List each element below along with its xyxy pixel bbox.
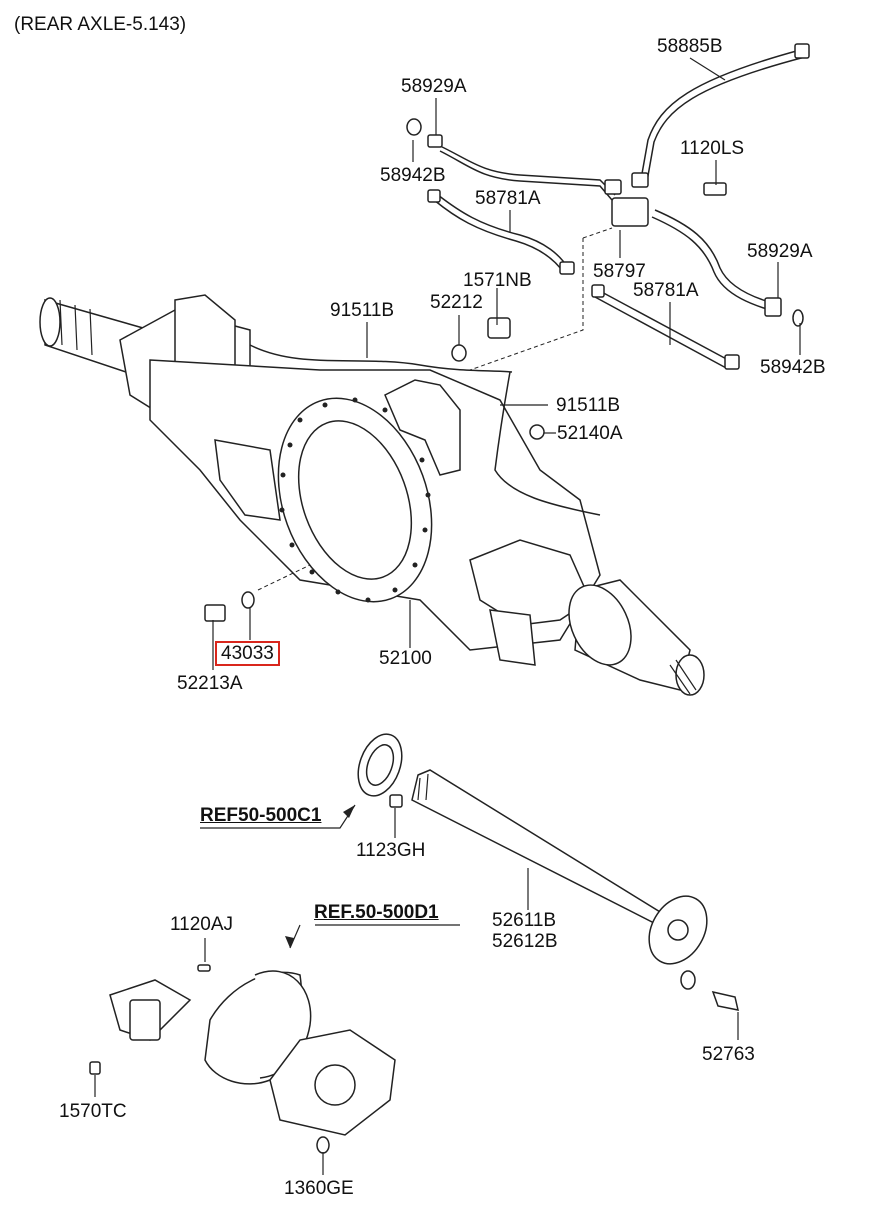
part-label-58781A-top[interactable]: 58781A (475, 188, 541, 209)
part-label-91511B-right[interactable]: 91511B (556, 395, 621, 416)
axle-housing (39, 294, 705, 696)
dashed-routing (257, 227, 613, 591)
diagram-title: (REAR AXLE-5.143) (14, 14, 187, 35)
part-label-52612B[interactable]: 52612B (492, 931, 558, 952)
part-label-58942B-top[interactable]: 58942B (380, 165, 446, 186)
part-label-58929A-right[interactable]: 58929A (747, 241, 813, 262)
part-label-43033-highlighted[interactable]: 43033 (215, 641, 280, 666)
part-label-1120LS[interactable]: 1120LS (680, 138, 745, 159)
part-label-58797[interactable]: 58797 (593, 261, 646, 282)
axle-shaft (357, 733, 739, 1011)
part-label-52100[interactable]: 52100 (379, 648, 432, 669)
breather-hoses (249, 43, 810, 516)
part-label-52213A[interactable]: 52213A (177, 673, 243, 694)
part-label-58781A-right[interactable]: 58781A (633, 280, 699, 301)
part-label-52212[interactable]: 52212 (430, 292, 483, 313)
part-label-52763[interactable]: 52763 (702, 1044, 755, 1065)
reference-label-50-500D1[interactable]: REF.50-500D1 (314, 902, 439, 923)
part-label-52611B[interactable]: 52611B (492, 910, 557, 931)
part-label-58942B-right[interactable]: 58942B (760, 357, 826, 378)
part-label-58929A-top[interactable]: 58929A (401, 76, 467, 97)
part-label-1120AJ[interactable]: 1120AJ (170, 914, 234, 935)
part-label-91511B-top[interactable]: 91511B (330, 300, 395, 321)
part-label-1123GH[interactable]: 1123GH (356, 840, 426, 861)
part-label-1570TC[interactable]: 1570TC (59, 1101, 127, 1122)
drain-plug-parts (204, 591, 255, 622)
reference-label-50-500C1[interactable]: REF50-500C1 (200, 805, 322, 826)
leader-lines (94, 57, 801, 1175)
part-label-1360GE[interactable]: 1360GE (284, 1178, 354, 1199)
brake-assembly (89, 964, 396, 1154)
part-label-58885B[interactable]: 58885B (657, 36, 723, 57)
part-label-52140A[interactable]: 52140A (557, 423, 623, 444)
part-label-1571NB[interactable]: 1571NB (463, 270, 532, 291)
